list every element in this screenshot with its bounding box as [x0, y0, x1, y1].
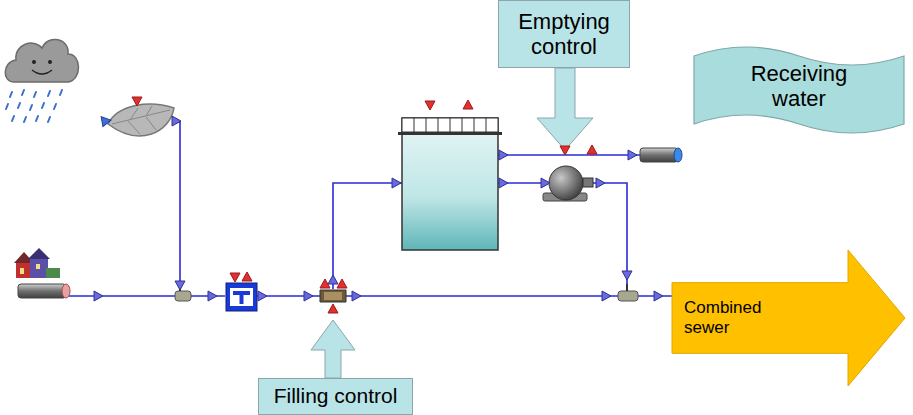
- urban-area: [14, 248, 70, 298]
- sensor-block: [226, 272, 267, 311]
- sewer-arrow: Combined sewer: [672, 250, 905, 386]
- node-label: Filling control: [274, 384, 398, 408]
- node-label: Combined sewer: [684, 298, 784, 337]
- receiving-water: Receiving water: [693, 44, 905, 136]
- node-label: Emptying control: [505, 9, 623, 60]
- rain-cloud: [5, 39, 78, 122]
- flow-splitter: [304, 275, 361, 313]
- storage-tank: [392, 100, 508, 250]
- node-label: Receiving water: [724, 61, 874, 112]
- emptying-pump: [541, 166, 632, 280]
- callout-arrow: [537, 68, 593, 150]
- flow-mixer: [94, 281, 217, 301]
- flow-mixer: [602, 284, 663, 301]
- catchment-symbol: [101, 97, 181, 136]
- flow-lines: [68, 122, 672, 296]
- overflow-outlet: [560, 145, 682, 162]
- callout-arrow: [311, 320, 355, 378]
- control-callout: Emptying control: [498, 0, 630, 68]
- control-callout: Filling control: [258, 378, 413, 415]
